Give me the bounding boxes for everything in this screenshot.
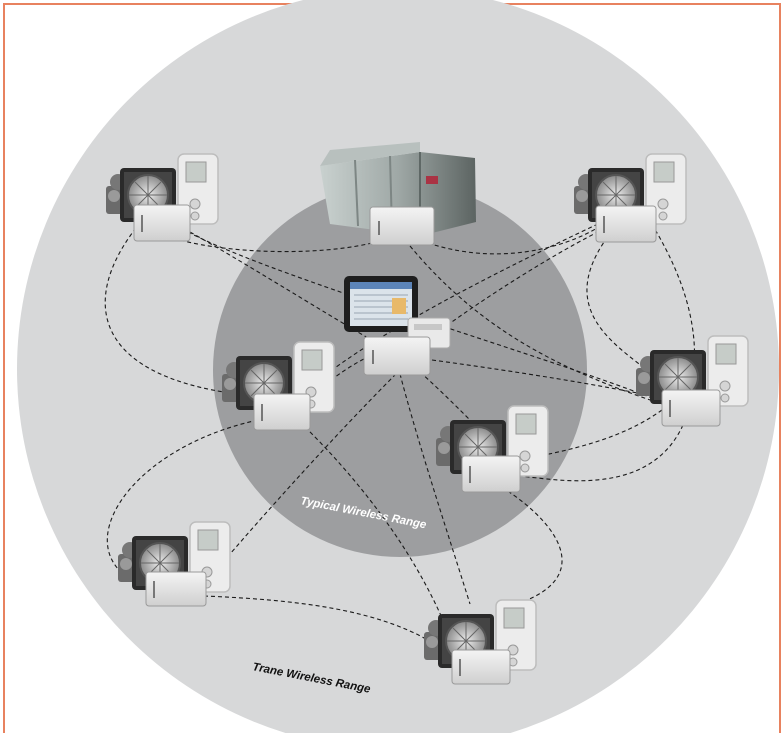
link-mid-left-loop	[106, 419, 259, 589]
thermostat-unit-bottom-center	[424, 599, 537, 685]
wireless-receivers	[363, 206, 435, 376]
link-top-left-loop	[104, 227, 255, 397]
link-ahu-to-top-left	[151, 227, 373, 253]
thermostat-unit-top-left	[106, 153, 219, 242]
thermostat-unit-right	[636, 335, 749, 427]
thermostat-unit-center-right	[436, 405, 549, 493]
link-bottom-left-to-bottom-center	[203, 595, 457, 661]
link-right-loop	[519, 411, 689, 482]
thermostat-unit-bottom-left	[118, 521, 231, 607]
air-handler-unit	[320, 142, 476, 236]
link-hub-to-right	[431, 359, 663, 399]
link-top-left-to-right	[187, 231, 663, 403]
link-ahu-to-right	[409, 245, 663, 405]
link-hub-to-bottom-center	[399, 373, 471, 605]
link-center-right-to-bottom-center	[489, 479, 563, 607]
thermostat-unit-mid-left	[222, 341, 335, 431]
receiver-ahu	[369, 206, 435, 246]
tablet-hub	[344, 276, 451, 349]
link-hub-to-center-right	[419, 371, 471, 421]
thermostat-unit-top-right	[574, 153, 687, 243]
receiver-hub	[363, 336, 431, 376]
link-ahu-to-top-right	[427, 225, 601, 255]
